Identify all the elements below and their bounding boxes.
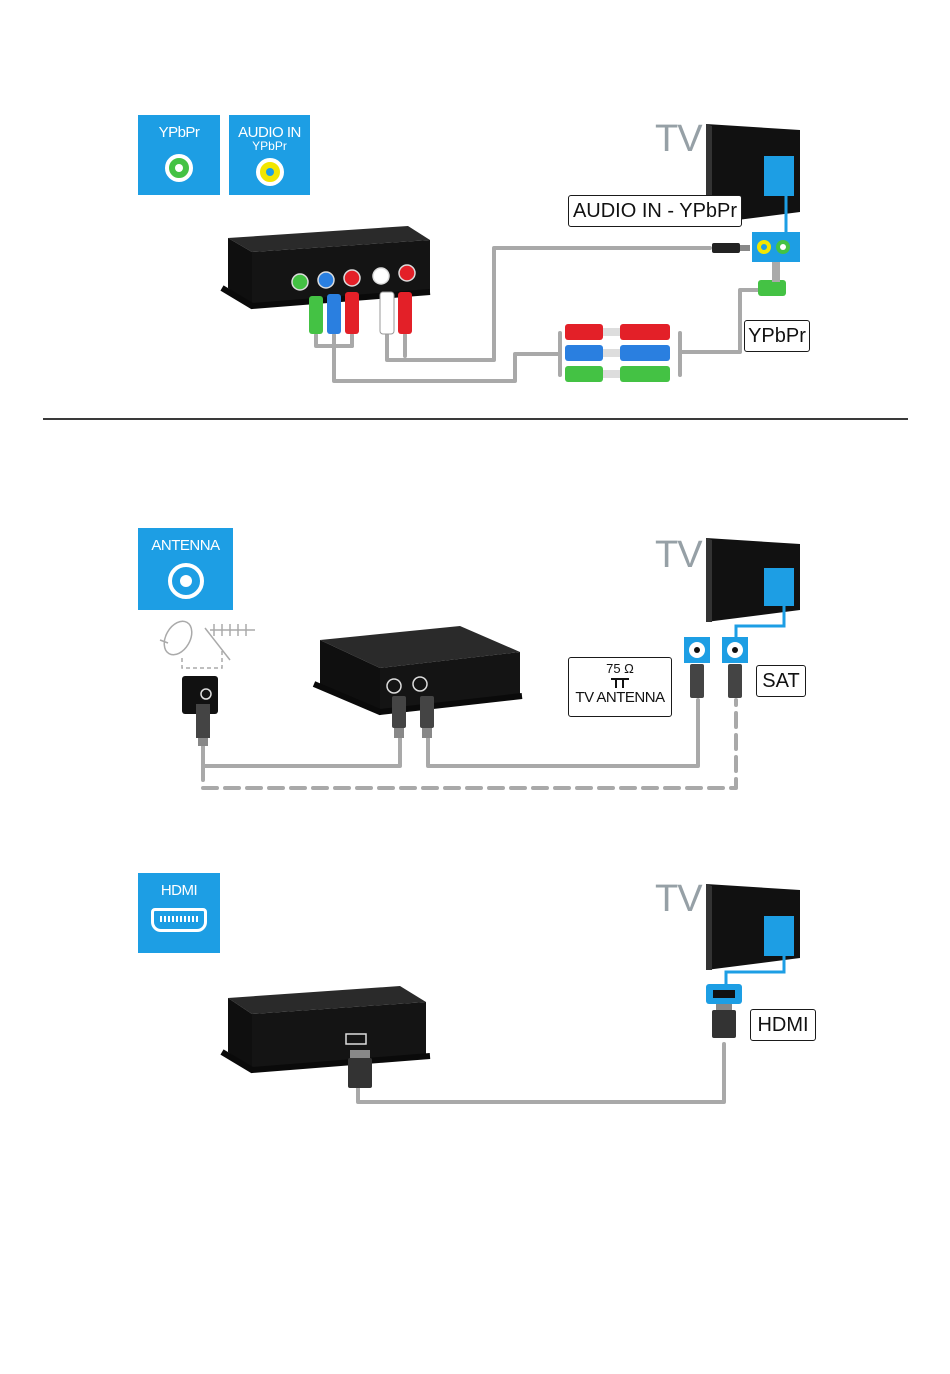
hdmi-callout: HDMI xyxy=(750,1009,816,1041)
set-top-box-hdmi xyxy=(222,986,430,1088)
